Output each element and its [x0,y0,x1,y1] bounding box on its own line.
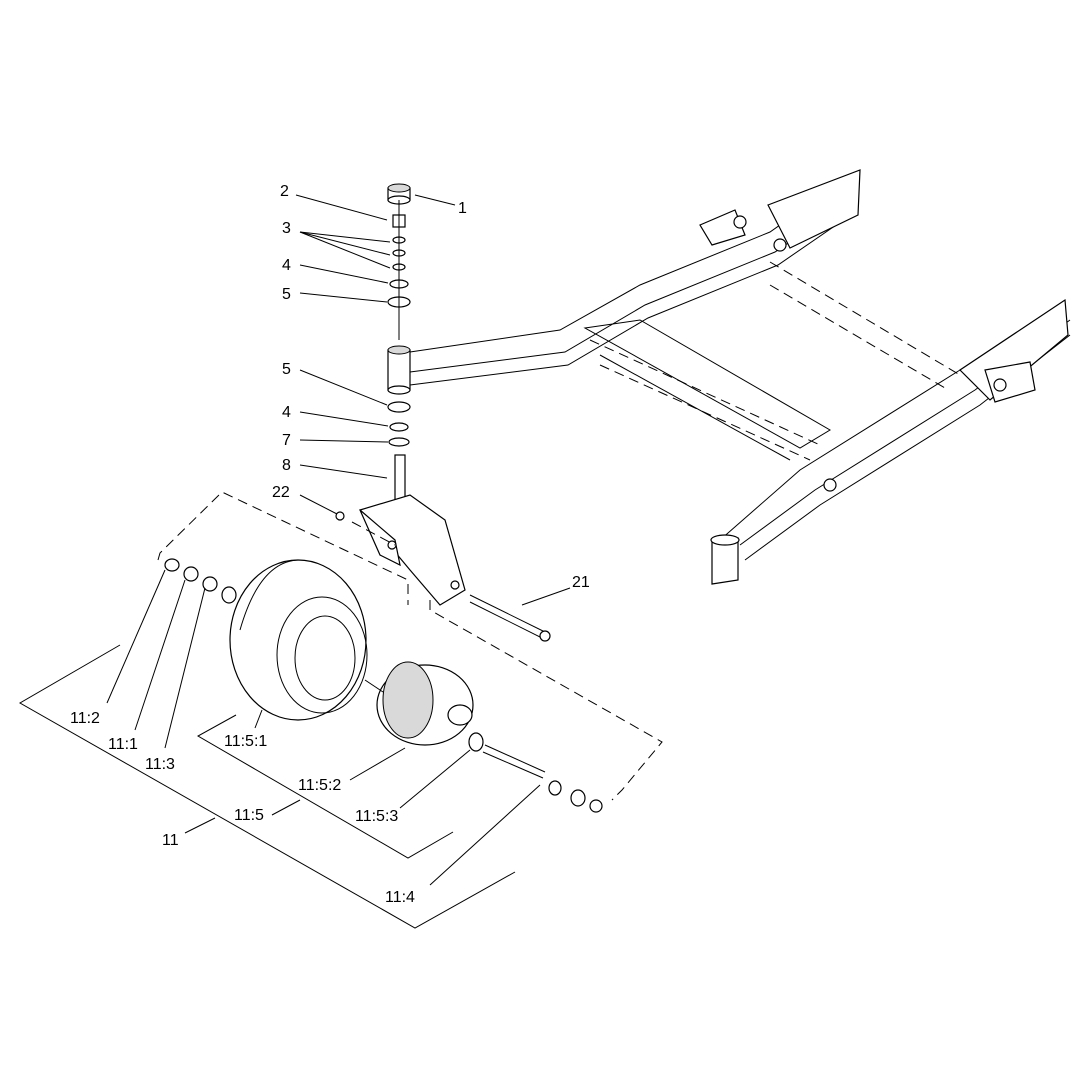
callout-label-5-upper: 5 [282,286,291,303]
callout-label-21: 21 [572,574,590,591]
callout-label-11-5-1: 11:5:1 [224,733,267,750]
caster-tube [387,345,411,395]
callout-label-1: 1 [458,200,467,217]
caster-fork [335,454,466,606]
callout-label-8: 8 [282,457,291,474]
callout-label-22: 22 [272,484,290,501]
callout-label-11-5-3: 11:5:3 [355,808,398,825]
assembly-lines [157,491,663,801]
callout-label-11-3: 11:3 [145,756,175,773]
mower-frame [409,169,1071,585]
callout-label-11-1: 11:1 [108,736,138,753]
callout-label-11-4: 11:4 [385,889,415,906]
callout-label-11: 11 [162,832,179,849]
callout-label-3: 3 [282,220,291,237]
callout-labels: 2 1 3 4 5 5 4 7 8 22 21 11:2 11:1 11:3 1… [70,183,590,906]
callout-1-label-2: 2 [280,183,289,200]
leader-lines [18,194,571,929]
callout-label-5-lower: 5 [282,361,291,378]
callout-label-11-5-2: 11:5:2 [298,777,341,794]
callout-label-11-5: 11:5 [234,807,264,824]
wheel-assembly [164,558,603,813]
callout-label-4-lower: 4 [282,404,291,421]
callout-label-11-2: 11:2 [70,710,100,727]
callout-label-4-upper: 4 [282,257,291,274]
axle-bolt [469,594,551,642]
top-hardware-stack [387,183,411,447]
callout-label-7: 7 [282,432,291,449]
